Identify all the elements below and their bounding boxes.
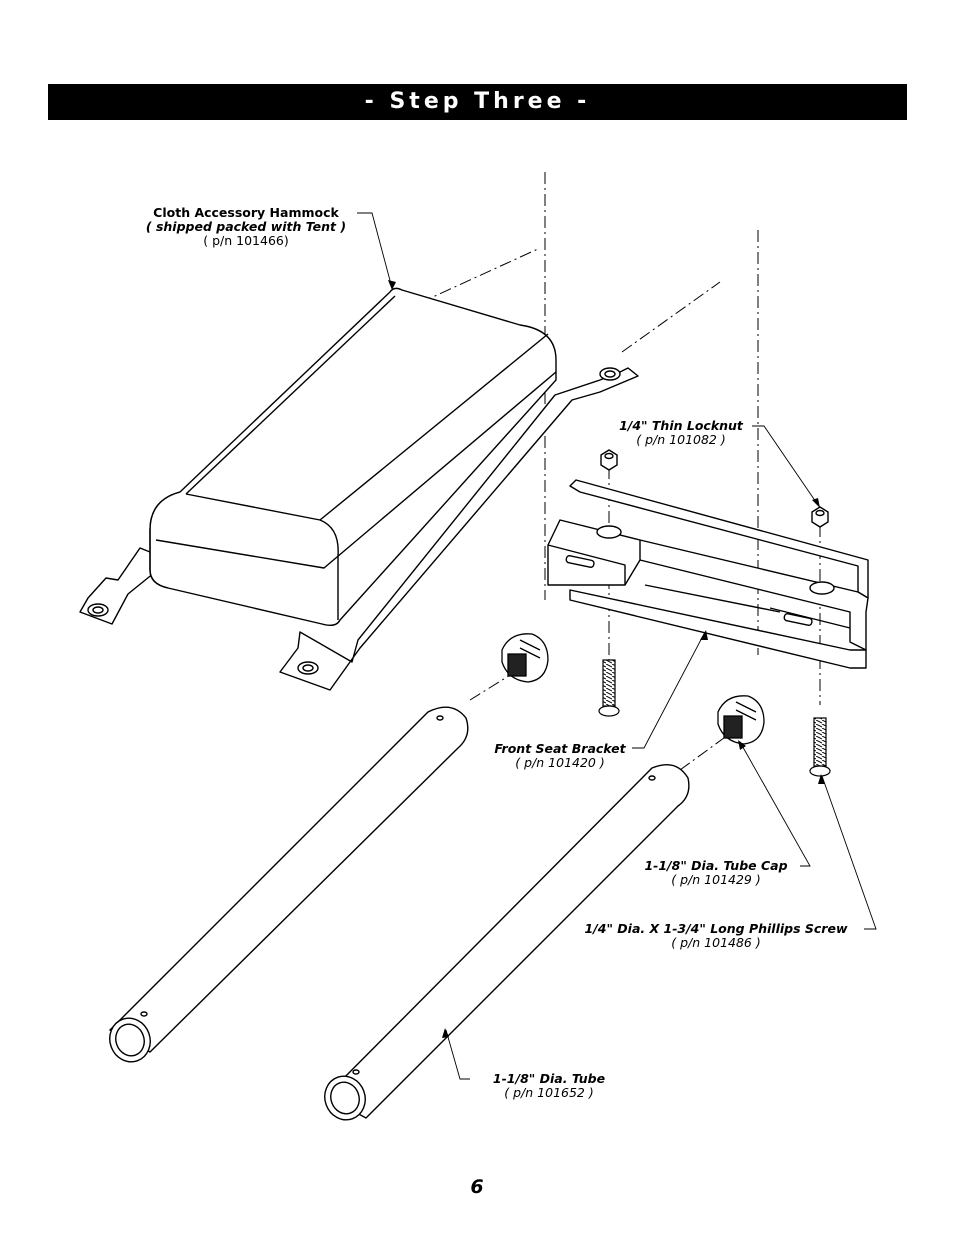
callout-hammock-part: ( p/n 101466) <box>203 233 289 248</box>
callout-bracket-name: Front Seat Bracket <box>494 741 626 756</box>
step-title: - Step Three - <box>364 89 591 114</box>
locknut-illustration <box>600 449 829 528</box>
callout-tube-cap-name: 1-1/8" Dia. Tube Cap <box>644 858 788 873</box>
callout-locknut: 1/4" Thin Locknut ( p/n 101082 ) <box>606 419 756 447</box>
step-title-bar: - Step Three - <box>48 84 907 120</box>
callout-tube-cap-part: ( p/n 101429 ) <box>671 872 761 887</box>
callout-tube-name: 1-1/8" Dia. Tube <box>492 1071 606 1086</box>
callout-screw-part: ( p/n 101486 ) <box>671 935 761 950</box>
bracket-illustration <box>547 479 869 669</box>
callout-hammock: Cloth Accessory Hammock ( shipped packed… <box>130 206 362 248</box>
callout-locknut-name: 1/4" Thin Locknut <box>619 418 743 433</box>
hammock-illustration <box>79 287 639 691</box>
page-number: 6 <box>470 1176 484 1198</box>
leader-lines <box>357 212 877 1080</box>
screw-illustration <box>598 659 831 777</box>
callout-hammock-name: Cloth Accessory Hammock <box>153 205 339 220</box>
callout-tube-cap: 1-1/8" Dia. Tube Cap ( p/n 101429 ) <box>630 859 802 887</box>
callout-screw-name: 1/4" Dia. X 1-3/4" Long Phillips Screw <box>584 921 848 936</box>
callout-locknut-part: ( p/n 101082 ) <box>636 432 726 447</box>
tube-illustration <box>108 706 690 1121</box>
callout-hammock-note: ( shipped packed with Tent ) <box>145 219 347 234</box>
callout-bracket-part: ( p/n 101420 ) <box>515 755 605 770</box>
callout-screw: 1/4" Dia. X 1-3/4" Long Phillips Screw (… <box>566 922 866 950</box>
callout-tube-part: ( p/n 101652 ) <box>504 1085 594 1100</box>
callout-bracket: Front Seat Bracket ( p/n 101420 ) <box>486 742 634 770</box>
callout-tube: 1-1/8" Dia. Tube ( p/n 101652 ) <box>474 1072 624 1100</box>
leader-arrowheads <box>388 280 825 1038</box>
tube-cap-illustration <box>501 633 765 745</box>
